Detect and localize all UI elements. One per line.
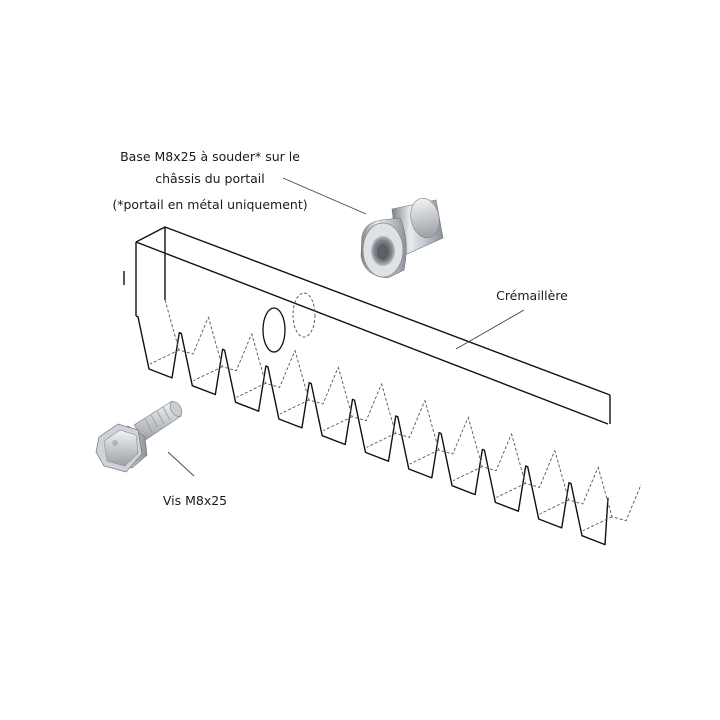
hex-bolt-icon — [95, 400, 183, 473]
rack-label: Crémaillère — [496, 288, 568, 303]
rack-slot-back — [292, 292, 316, 338]
rack-hidden-teeth — [149, 299, 642, 532]
rack-body — [123, 226, 611, 546]
leader-screw — [167, 451, 195, 477]
rack-outline — [135, 226, 611, 425]
rack-slot-front — [262, 307, 286, 353]
rack-hidden-teeth-lines — [149, 299, 642, 532]
leader-rack — [455, 309, 525, 350]
weld-base-nut-icon — [360, 197, 444, 279]
base-label-note: (*portail en métal uniquement) — [112, 197, 308, 212]
rack-slots — [262, 292, 316, 353]
base-label-line2: châssis du portail — [155, 171, 265, 186]
leader-base — [282, 177, 367, 215]
leader-lines — [167, 177, 525, 477]
rack-teeth-outline — [135, 315, 609, 546]
screw-label: Vis M8x25 — [162, 493, 228, 508]
rack-teeth — [135, 315, 609, 546]
base-label-line1: Base M8x25 à souder* sur le — [120, 149, 300, 164]
